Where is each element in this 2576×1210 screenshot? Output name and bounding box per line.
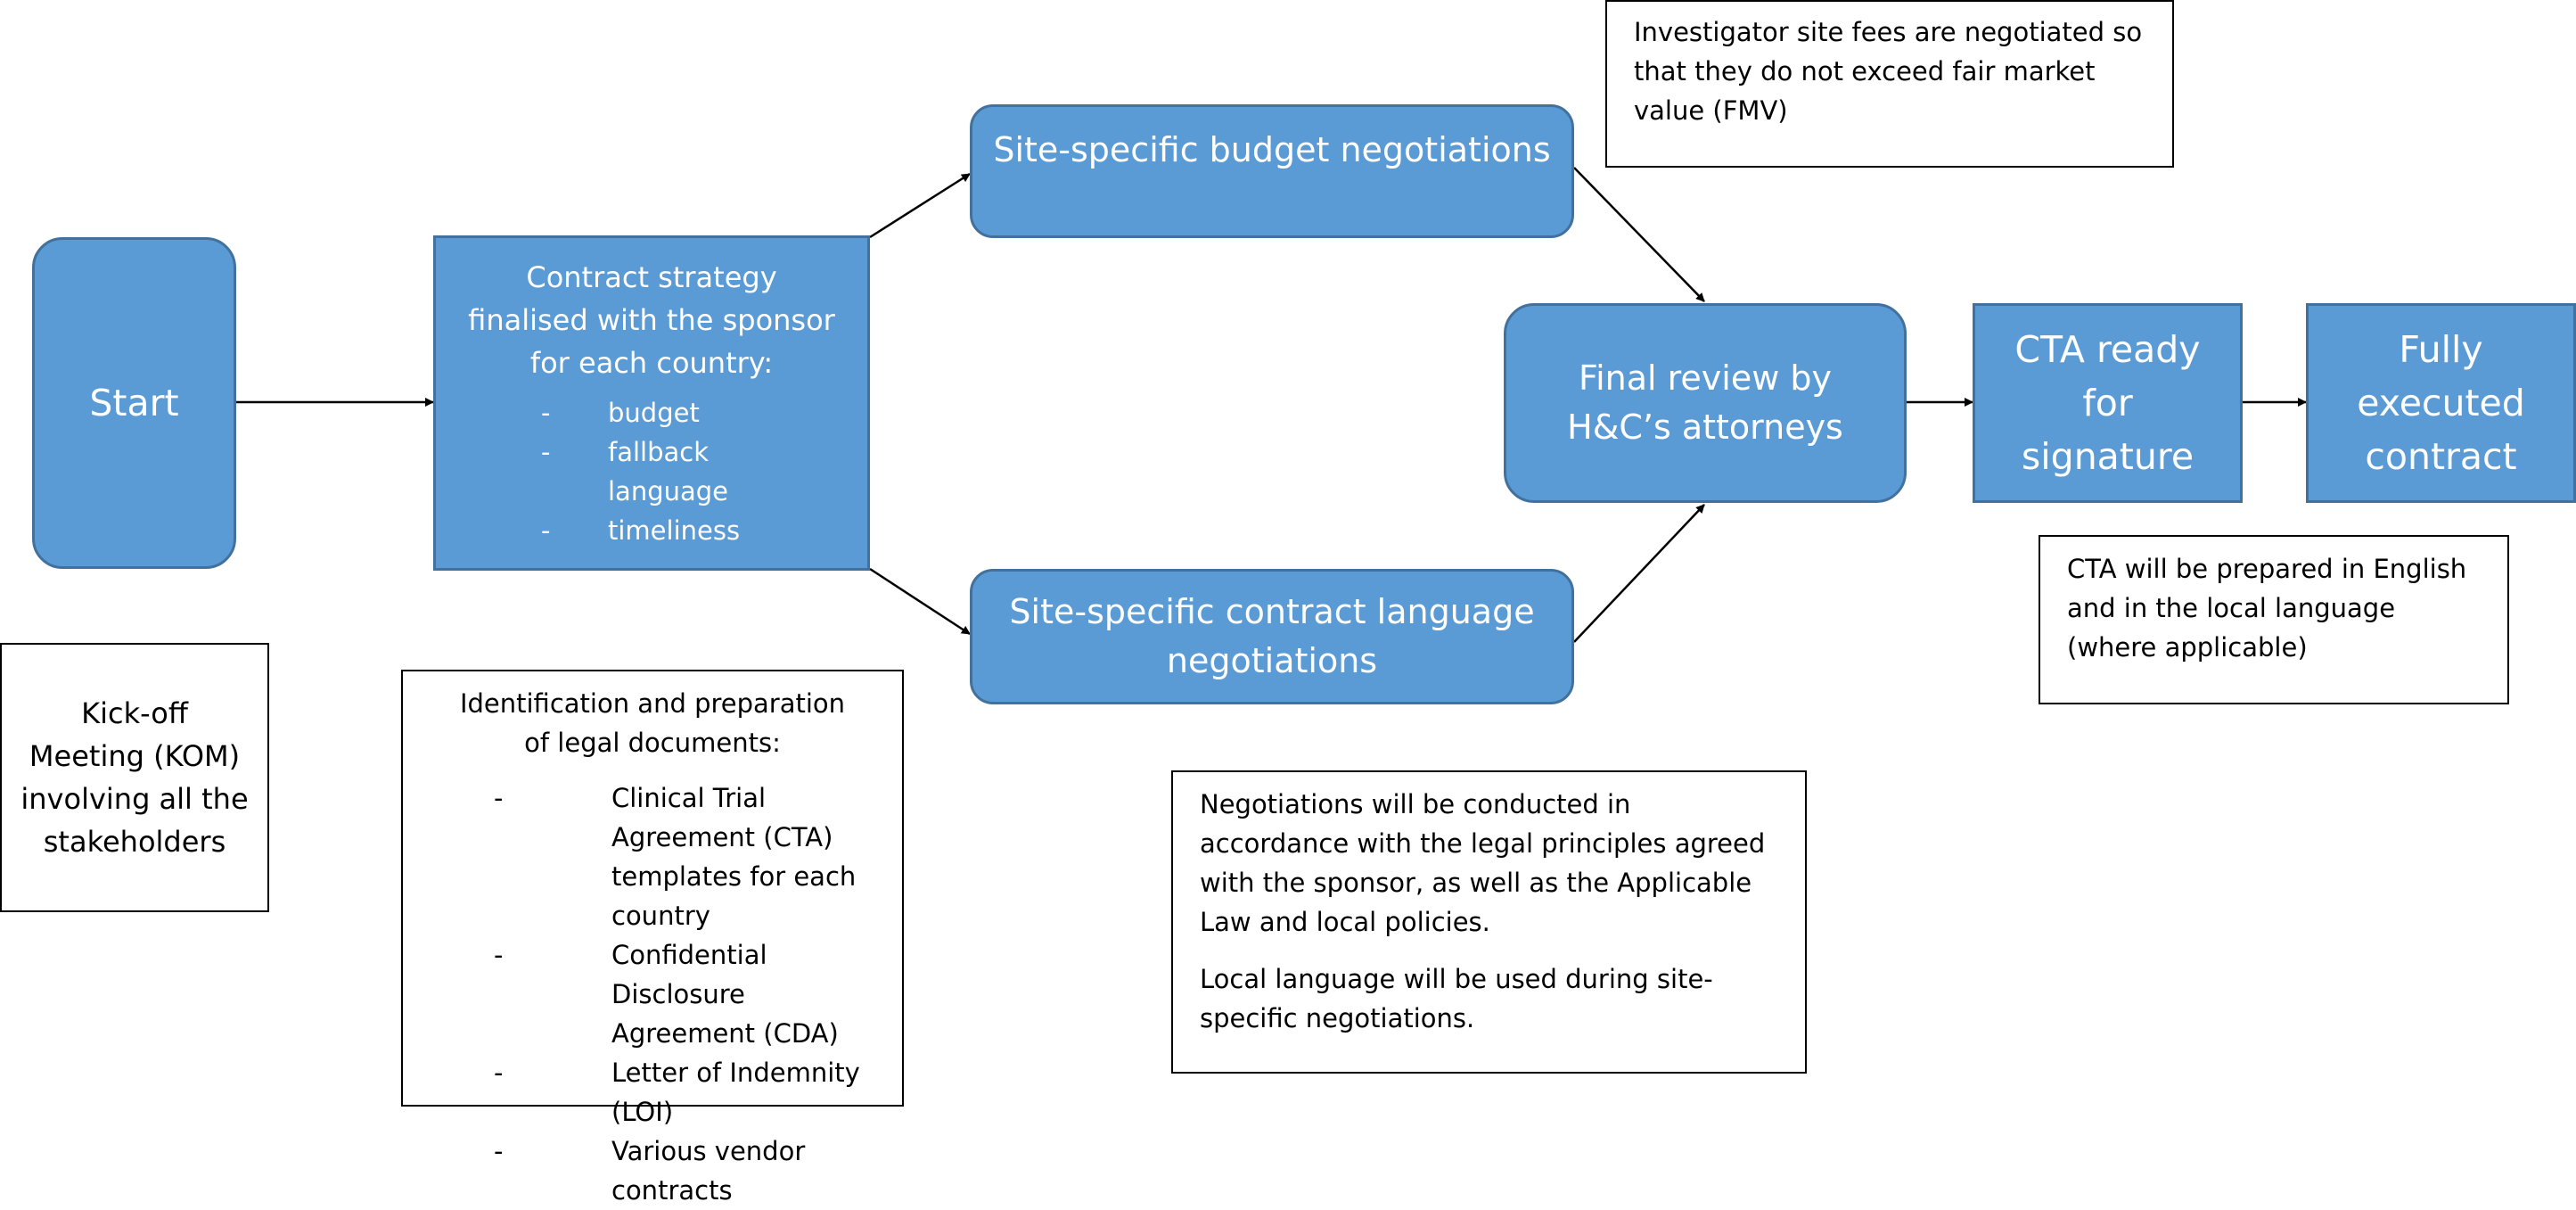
- legal-document-item: -Letter of Indemnity (LOI): [494, 1058, 860, 1127]
- fully-executed-label: Fully executed contract: [2357, 328, 2525, 478]
- final-review-label: Final review by H&C’s attorneys: [1567, 358, 1843, 447]
- contract-strategy-node: Contract strategy finalised with the spo…: [433, 235, 870, 571]
- fmv-note-text: Investigator site fees are negotiated so…: [1634, 17, 2143, 126]
- start-node: Start: [32, 237, 236, 569]
- legal-documents-heading: Identification and preparation of legal …: [459, 688, 846, 758]
- legal-documents-note: Identification and preparation of legal …: [401, 670, 904, 1206]
- legal-documents-list: -Clinical Trial Agreement (CTA) template…: [494, 778, 863, 1210]
- cta-ready-label: CTA ready for signature: [2014, 328, 2201, 478]
- contract-strategy-label: Contract strategy finalised with the spo…: [468, 260, 835, 380]
- cta-language-note-text: CTA will be prepared in English and in t…: [2067, 554, 2467, 663]
- arrow-strategy-to-budget: [869, 172, 971, 239]
- negotiations-note-language: Local language will be used during site-…: [1200, 964, 1713, 1033]
- kom-note: Kick-off Meeting (KOM) involving all the…: [0, 643, 269, 912]
- final-review-node: Final review by H&C’s attorneys: [1504, 303, 1907, 503]
- contract-language-node: Site-specific contract language negotiat…: [970, 569, 1574, 704]
- start-label: Start: [89, 382, 179, 424]
- strategy-item: -fallback language: [541, 437, 729, 506]
- cta-language-note: CTA will be prepared in English and in t…: [2039, 535, 2509, 704]
- arrow-budget-to-review: [1573, 167, 1705, 302]
- cta-ready-node: CTA ready for signature: [1973, 303, 2243, 503]
- legal-document-item: -Various vendor contracts: [494, 1136, 806, 1206]
- budget-negotiations-label: Site-specific budget negotiations: [993, 130, 1551, 169]
- strategy-item: -timeliness: [541, 515, 741, 546]
- contract-strategy-list: -budget -fallback language -timeliness: [541, 393, 835, 550]
- negotiations-note: Negotiations will be conducted in accord…: [1171, 770, 1807, 1074]
- contract-language-label: Site-specific contract language negotiat…: [1009, 592, 1535, 680]
- arrow-language-to-review: [1573, 504, 1705, 643]
- kom-note-text: Kick-off Meeting (KOM) involving all the…: [21, 696, 249, 859]
- negotiations-note-principles: Negotiations will be conducted in accord…: [1200, 789, 1766, 937]
- strategy-item: -budget: [541, 398, 700, 428]
- arrow-strategy-to-language: [869, 567, 971, 636]
- budget-negotiations-node: Site-specific budget negotiations: [970, 104, 1574, 238]
- legal-document-item: -Clinical Trial Agreement (CTA) template…: [494, 783, 857, 931]
- legal-document-item: -Confidential Disclosure Agreement (CDA): [494, 940, 839, 1049]
- connector-layer: [236, 167, 2307, 643]
- fully-executed-node: Fully executed contract: [2306, 303, 2576, 503]
- fmv-note: Investigator site fees are negotiated so…: [1605, 0, 2174, 168]
